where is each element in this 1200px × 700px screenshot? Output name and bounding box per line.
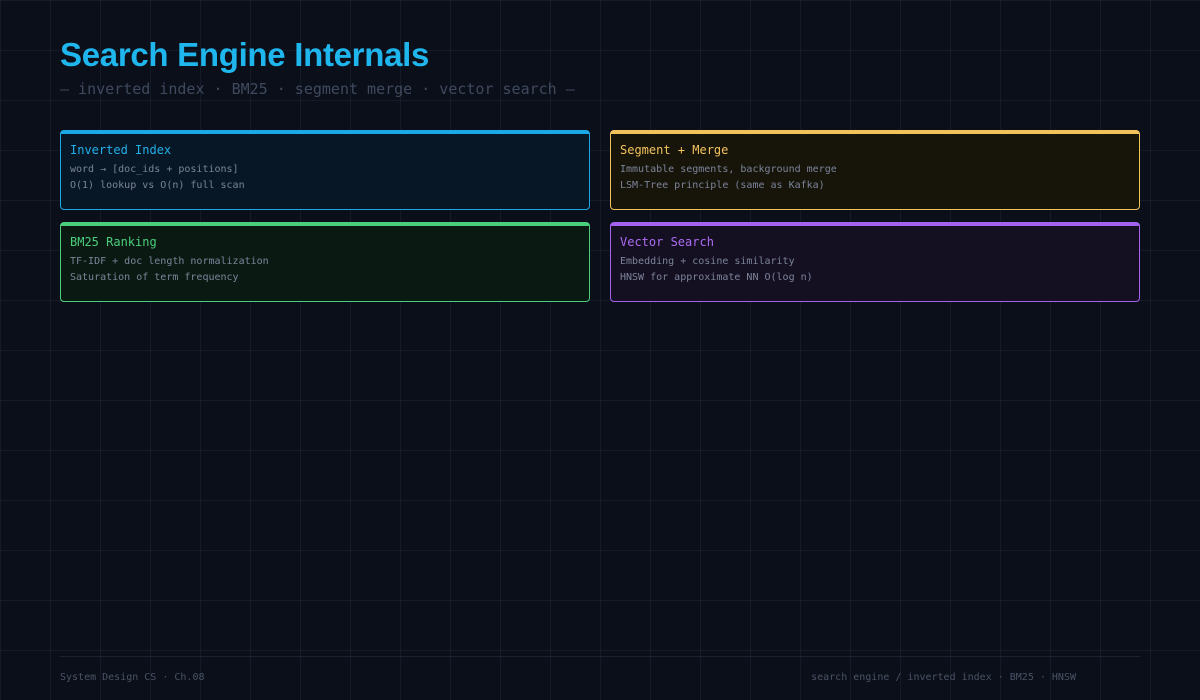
card-line: LSM-Tree principle (same as Kafka) <box>620 180 825 191</box>
card-title: Vector Search <box>620 235 714 249</box>
card-segment-merge: Segment + Merge Immutable segments, back… <box>610 130 1140 210</box>
card-line: HNSW for approximate NN O(log n) <box>620 272 813 283</box>
page-title: Search Engine Internals <box>60 36 430 73</box>
card-inverted-index: Inverted Index word → [doc_ids + positio… <box>60 130 590 210</box>
card-line: word → [doc_ids + positions] <box>70 164 239 175</box>
page-subtitle: — inverted index · BM25 · segment merge … <box>60 80 575 98</box>
card-line: TF-IDF + doc length normalization <box>70 256 269 267</box>
card-vector-search: Vector Search Embedding + cosine similar… <box>610 222 1140 302</box>
card-title: BM25 Ranking <box>70 235 157 249</box>
card-title: Inverted Index <box>70 143 172 157</box>
card-line: Saturation of term frequency <box>70 272 239 283</box>
card-line: O(1) lookup vs O(n) full scan <box>70 180 245 191</box>
footer-divider <box>60 656 1140 657</box>
card-title: Segment + Merge <box>620 143 729 157</box>
footer-left-text: System Design CS · Ch.08 <box>60 672 205 683</box>
card-line: Immutable segments, background merge <box>620 164 837 175</box>
footer-right-text: search engine / inverted index · BM25 · … <box>811 672 1076 683</box>
card-bm25-ranking: BM25 Ranking TF-IDF + doc length normali… <box>60 222 590 302</box>
card-line: Embedding + cosine similarity <box>620 256 795 267</box>
